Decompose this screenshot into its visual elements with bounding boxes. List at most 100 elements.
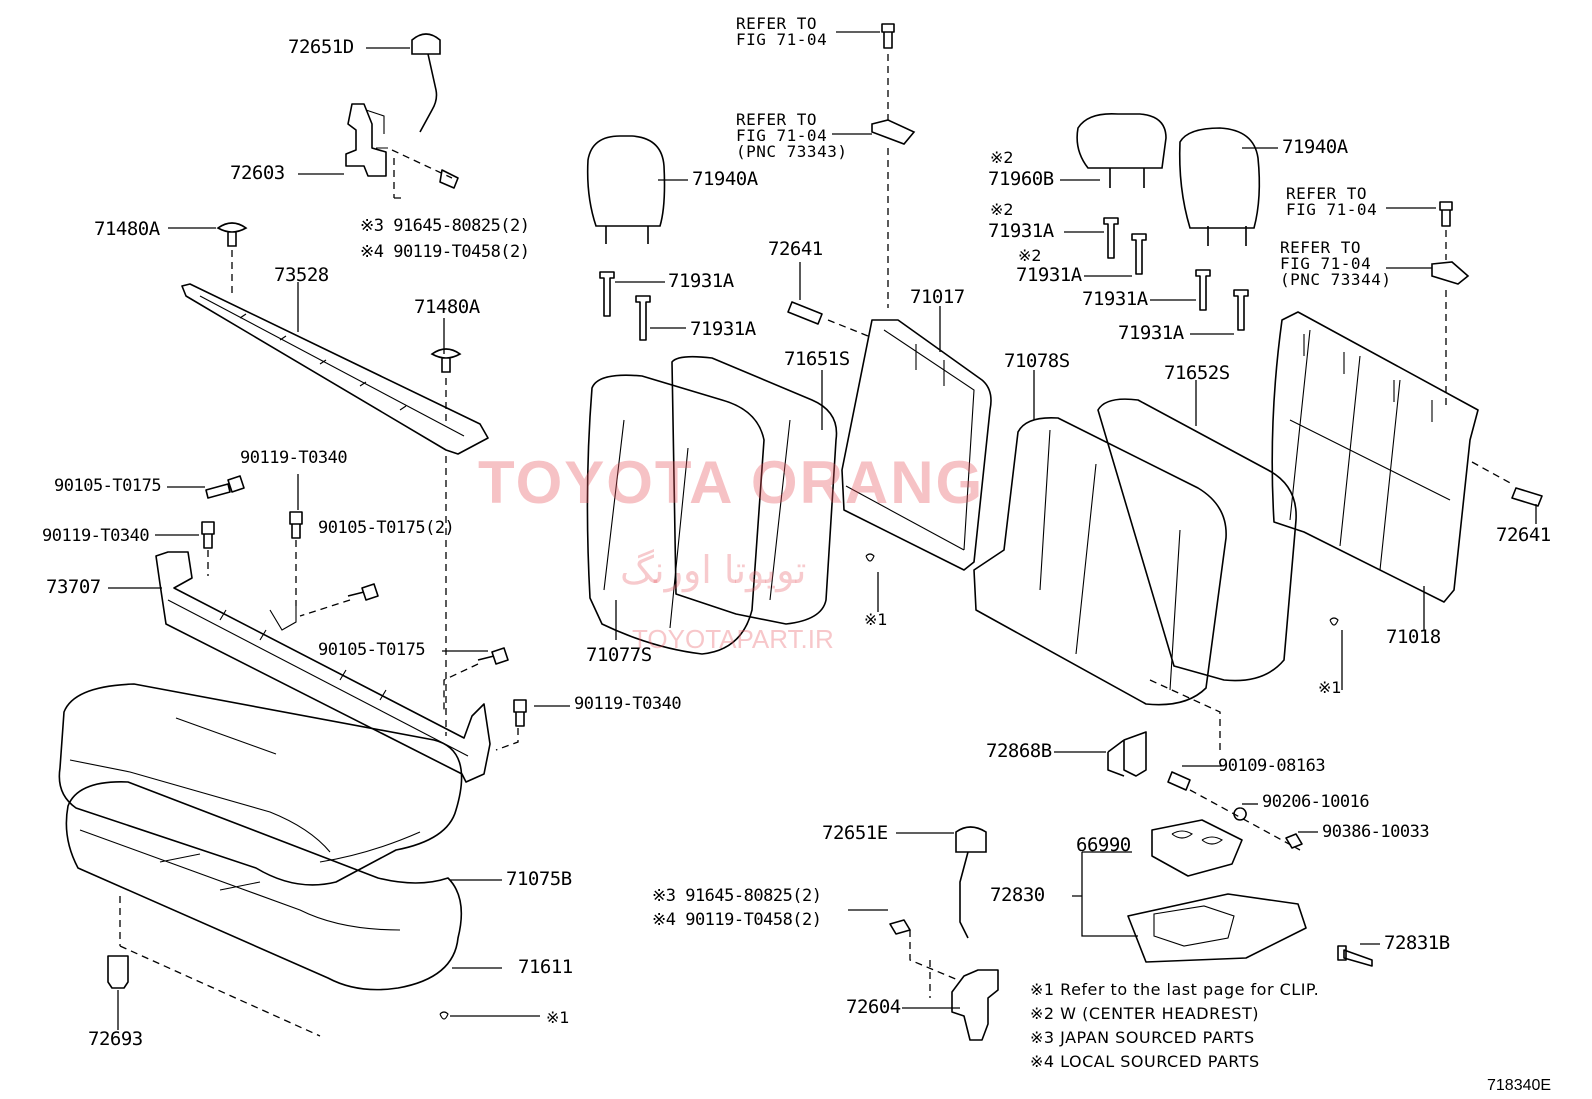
bolt-ref-right bbox=[1439, 201, 1453, 227]
bolt-ref-top bbox=[881, 23, 895, 49]
label-72641-left: 72641 bbox=[768, 238, 823, 260]
cover-71652S bbox=[1097, 398, 1297, 682]
clip-72693 bbox=[107, 955, 129, 989]
mark-71931A-m2: ※2 bbox=[1018, 246, 1042, 265]
label-71480A-2: 71480A bbox=[414, 296, 480, 318]
trim-73528 bbox=[181, 283, 489, 455]
bolt-72831B bbox=[1337, 945, 1373, 967]
bracket-72603 bbox=[345, 103, 387, 177]
bolt-91645-b bbox=[889, 919, 911, 935]
label-71652S: 71652S bbox=[1164, 362, 1230, 384]
note-4: ※4 LOCAL SOURCED PARTS bbox=[1030, 1052, 1260, 1071]
leader-lines bbox=[108, 31, 1537, 1030]
watermark-brand: TOYOTA ORANG bbox=[478, 449, 985, 516]
note-1: ※1 Refer to the last page for CLIP. bbox=[1030, 980, 1320, 999]
bolt-90119-left bbox=[201, 521, 215, 549]
note-3: ※3 JAPAN SOURCED PARTS bbox=[1030, 1028, 1255, 1047]
guides-71931A-left bbox=[599, 271, 651, 341]
label-71611: 71611 bbox=[518, 956, 573, 978]
bolt-90105-3 bbox=[477, 647, 509, 665]
lock-cap-72651E bbox=[955, 826, 987, 939]
bolt-90109 bbox=[1167, 771, 1191, 791]
frame-71018 bbox=[1271, 311, 1479, 603]
ref-top-bolt: REFER TO FIG 71-04 bbox=[736, 14, 828, 49]
label-72651D: 72651D bbox=[288, 36, 354, 58]
label-71651S: 71651S bbox=[784, 348, 850, 370]
label-90119-b: ※4 90119-T0458(2) bbox=[652, 910, 822, 930]
label-71480A-1: 71480A bbox=[94, 218, 160, 240]
label-72651E: 72651E bbox=[822, 822, 888, 844]
hinge-cover-ref-left bbox=[871, 119, 916, 145]
headrest-71940A-right bbox=[1178, 127, 1261, 246]
label-73707: 73707 bbox=[46, 576, 101, 598]
clip-mark-mid: ※1 bbox=[864, 610, 888, 629]
label-71017: 71017 bbox=[910, 286, 965, 308]
label-90109-08163: 90109-08163 bbox=[1218, 756, 1326, 776]
clip-71480A-2 bbox=[430, 348, 462, 373]
label-71960B: 71960B bbox=[988, 168, 1054, 190]
bolt-90105-2x bbox=[347, 583, 379, 601]
label-71940A-left: 71940A bbox=[692, 168, 758, 190]
washer-90206 bbox=[1233, 807, 1247, 821]
mark-71960B: ※2 bbox=[990, 148, 1014, 167]
label-90119-T0340-left: 90119-T0340 bbox=[42, 526, 150, 546]
label-71075B: 71075B bbox=[506, 868, 572, 890]
label-72830: 72830 bbox=[990, 884, 1045, 906]
label-90119-T0340-bot: 90119-T0340 bbox=[574, 694, 682, 714]
label-90105-T0175-1: 90105-T0175 bbox=[54, 476, 162, 496]
label-71931A-left-1: 71931A bbox=[668, 270, 734, 292]
label-72831B: 72831B bbox=[1384, 932, 1450, 954]
bolt-90105-1 bbox=[205, 475, 245, 499]
cushion-71075B bbox=[58, 683, 463, 886]
armrest-72830 bbox=[1127, 893, 1307, 963]
label-71931A-m1: 71931A bbox=[988, 220, 1054, 242]
label-91645-b: ※3 91645-80825(2) bbox=[652, 886, 822, 906]
pad-71611 bbox=[65, 781, 463, 991]
bracket-72604 bbox=[951, 969, 999, 1041]
bolt-72641-right bbox=[1511, 487, 1543, 507]
label-71931A-m2: 71931A bbox=[1016, 264, 1082, 286]
ref-right-bolt: REFER TO FIG 71-04 bbox=[1286, 184, 1378, 219]
bolt-72641-left bbox=[787, 301, 823, 325]
frame-71017 bbox=[841, 319, 992, 571]
bolt-90119-top bbox=[289, 511, 303, 539]
label-73528: 73528 bbox=[274, 264, 329, 286]
guides-71931A-center bbox=[1103, 217, 1147, 275]
label-71931A-left-2: 71931A bbox=[690, 318, 756, 340]
label-90206-10016: 90206-10016 bbox=[1262, 792, 1370, 812]
figure-id: 718340E bbox=[1487, 1077, 1552, 1094]
box-66990 bbox=[1151, 819, 1243, 877]
label-71931A-r2: 71931A bbox=[1118, 322, 1184, 344]
headrest-71940A-left bbox=[586, 135, 666, 244]
pad-71078S bbox=[973, 416, 1227, 706]
clip-mark-bottom: ※1 bbox=[546, 1008, 570, 1027]
label-90119-T0340-top: 90119-T0340 bbox=[240, 448, 348, 468]
pad-71077S bbox=[586, 374, 765, 655]
bolt-91645-a bbox=[439, 169, 459, 189]
clip-71480A-1 bbox=[216, 222, 248, 247]
label-72868B: 72868B bbox=[986, 740, 1052, 762]
note-2: ※2 W (CENTER HEADREST) bbox=[1030, 1004, 1259, 1023]
label-91645-a: ※3 91645-80825(2) bbox=[360, 216, 530, 236]
label-90386-10033: 90386-10033 bbox=[1322, 822, 1430, 842]
watermark-persian: تویوتا اورنگ bbox=[620, 548, 807, 592]
bolt-90119-bot bbox=[513, 699, 527, 727]
label-71931A-r1: 71931A bbox=[1082, 288, 1148, 310]
bracket-72868B bbox=[1107, 731, 1147, 777]
ref-left-hinge-cover: REFER TO FIG 71-04 (PNC 73343) bbox=[736, 110, 848, 161]
label-90105-T0175-3: 90105-T0175 bbox=[318, 640, 426, 660]
label-71077S: 71077S bbox=[586, 644, 652, 666]
label-71018: 71018 bbox=[1386, 626, 1441, 648]
label-66990: 66990 bbox=[1076, 834, 1131, 856]
watermark-site: TOYOTAPART.IR bbox=[632, 624, 834, 654]
label-71940A-right: 71940A bbox=[1282, 136, 1348, 158]
label-72603: 72603 bbox=[230, 162, 285, 184]
label-71078S: 71078S bbox=[1004, 350, 1070, 372]
mark-71931A-m1: ※2 bbox=[990, 200, 1014, 219]
clip-mark-right: ※1 bbox=[1318, 678, 1342, 697]
ref-right-hinge-cover: REFER TO FIG 71-04 (PNC 73344) bbox=[1280, 238, 1392, 289]
label-72693: 72693 bbox=[88, 1028, 143, 1050]
nut-90386 bbox=[1285, 833, 1303, 849]
label-90105-T0175-2x: 90105-T0175(2) bbox=[318, 518, 455, 538]
